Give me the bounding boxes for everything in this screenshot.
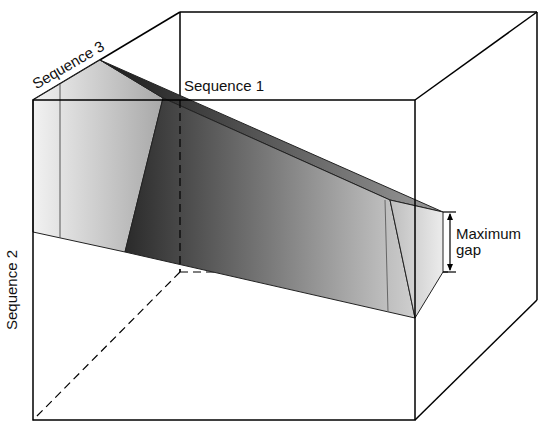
dimension-label: Maximum gap — [456, 226, 528, 259]
axis-label: Sequence 2 — [4, 250, 21, 330]
axis-label: Sequence 1 — [184, 78, 264, 95]
